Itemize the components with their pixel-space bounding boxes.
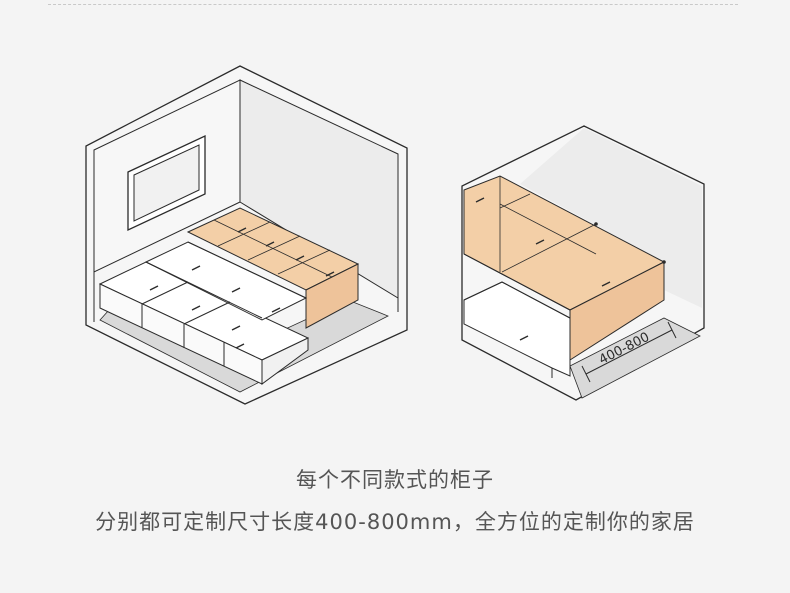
wood-cabinets — [186, 207, 360, 329]
caption-description: 分别都可定制尺寸长度400-800mm，全方位的定制你的家居 — [95, 510, 695, 534]
white-cabinet-block — [463, 281, 571, 378]
room-hexagon-left — [85, 65, 408, 405]
window-icon — [127, 134, 206, 232]
wood-cabinet-block — [463, 175, 666, 361]
cabinet-illustration: 400-800 — [85, 65, 705, 405]
caption-title: 每个不同款式的柜子 — [296, 468, 494, 492]
white-cabinets — [98, 241, 310, 385]
detail-hexagon-right: 400-800 — [461, 125, 705, 401]
top-divider — [48, 4, 738, 5]
